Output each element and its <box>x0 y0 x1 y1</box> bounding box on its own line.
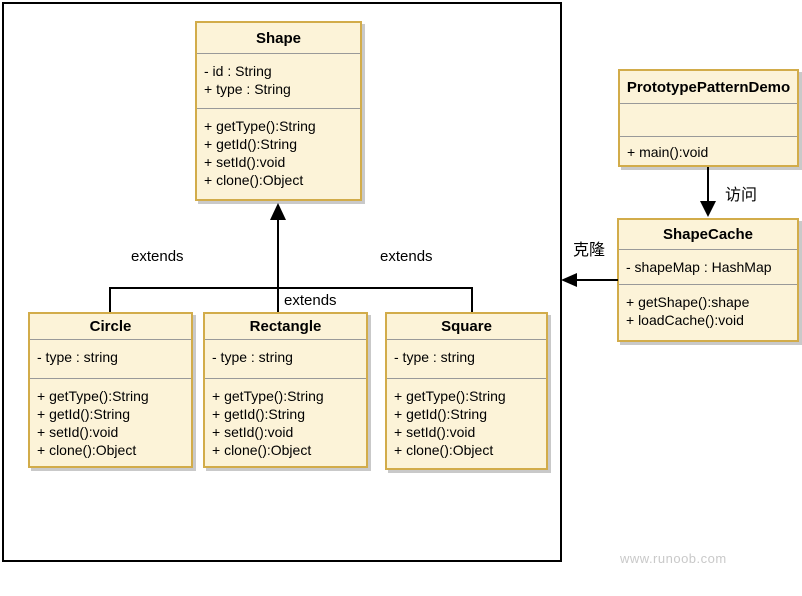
extends-label-right: extends <box>380 248 433 265</box>
class-square: Square - type : string + getType():Strin… <box>385 312 548 470</box>
method: + getType():String <box>37 388 149 404</box>
attribute: - shapeMap : HashMap <box>626 259 772 275</box>
class-square-title: Square <box>387 314 546 340</box>
access-label: 访问 <box>725 187 758 204</box>
attribute: - id : String <box>204 63 272 79</box>
method: + getId():String <box>37 406 130 422</box>
method: + clone():Object <box>204 172 304 188</box>
class-circle: Circle - type : string + getType():Strin… <box>28 312 193 468</box>
inheritance-connector-line <box>109 287 473 289</box>
attribute: - type : string <box>212 349 293 365</box>
class-prototype-pattern-demo: PrototypePatternDemo + main():void <box>618 69 799 167</box>
method: + main():void <box>627 144 709 160</box>
clone-label: 克隆 <box>573 242 606 259</box>
inheritance-arrowhead <box>270 203 286 220</box>
method: + getType():String <box>394 388 506 404</box>
class-rectangle-methods: + getType():String + getId():String + se… <box>205 379 366 466</box>
class-shape-attributes: - id : String + type : String <box>197 54 360 109</box>
method: + setId():void <box>37 424 119 440</box>
class-circle-methods: + getType():String + getId():String + se… <box>30 379 191 466</box>
circle-extends-stub <box>109 287 111 312</box>
class-square-methods: + getType():String + getId():String + se… <box>387 379 546 468</box>
method: + setId():void <box>212 424 294 440</box>
class-circle-attributes: - type : string <box>30 340 191 379</box>
class-square-attributes: - type : string <box>387 340 546 379</box>
method: + getType():String <box>212 388 324 404</box>
method: + clone():Object <box>37 442 137 458</box>
class-prototype-pattern-demo-attributes <box>620 104 797 137</box>
method: + getShape():shape <box>626 294 750 310</box>
attribute: - type : string <box>37 349 118 365</box>
attribute: - type : string <box>394 349 475 365</box>
access-arrowhead <box>700 201 716 217</box>
class-circle-title: Circle <box>30 314 191 340</box>
class-shape-title: Shape <box>197 23 360 54</box>
attribute: + type : String <box>204 81 291 97</box>
method: + clone():Object <box>394 442 494 458</box>
class-shape-cache-title: ShapeCache <box>619 220 797 250</box>
class-shape-cache-methods: + getShape():shape + loadCache():void <box>619 285 797 336</box>
class-rectangle-attributes: - type : string <box>205 340 366 379</box>
method: + getType():String <box>204 118 316 134</box>
watermark-text: www.runoob.com <box>620 551 727 566</box>
inheritance-trunk-line <box>277 218 279 288</box>
clone-line <box>576 279 618 281</box>
class-shape: Shape - id : String + type : String + ge… <box>195 21 362 201</box>
class-shape-methods: + getType():String + getId():String + se… <box>197 109 360 199</box>
class-prototype-pattern-demo-methods: + main():void <box>620 137 797 163</box>
extends-label-middle: extends <box>284 292 337 309</box>
class-prototype-pattern-demo-title: PrototypePatternDemo <box>620 71 797 104</box>
method: + getId():String <box>212 406 305 422</box>
method: + setId():void <box>394 424 476 440</box>
access-line <box>707 167 709 203</box>
rectangle-extends-stub <box>277 287 279 312</box>
method: + getId():String <box>204 136 297 152</box>
method: + clone():Object <box>212 442 312 458</box>
class-shape-cache-attributes: - shapeMap : HashMap <box>619 250 797 285</box>
method: + setId():void <box>204 154 286 170</box>
class-rectangle: Rectangle - type : string + getType():St… <box>203 312 368 468</box>
method: + getId():String <box>394 406 487 422</box>
clone-arrowhead <box>561 273 577 287</box>
class-rectangle-title: Rectangle <box>205 314 366 340</box>
method: + loadCache():void <box>626 312 744 328</box>
square-extends-stub <box>471 287 473 312</box>
extends-label-left: extends <box>131 248 184 265</box>
class-shape-cache: ShapeCache - shapeMap : HashMap + getSha… <box>617 218 799 342</box>
